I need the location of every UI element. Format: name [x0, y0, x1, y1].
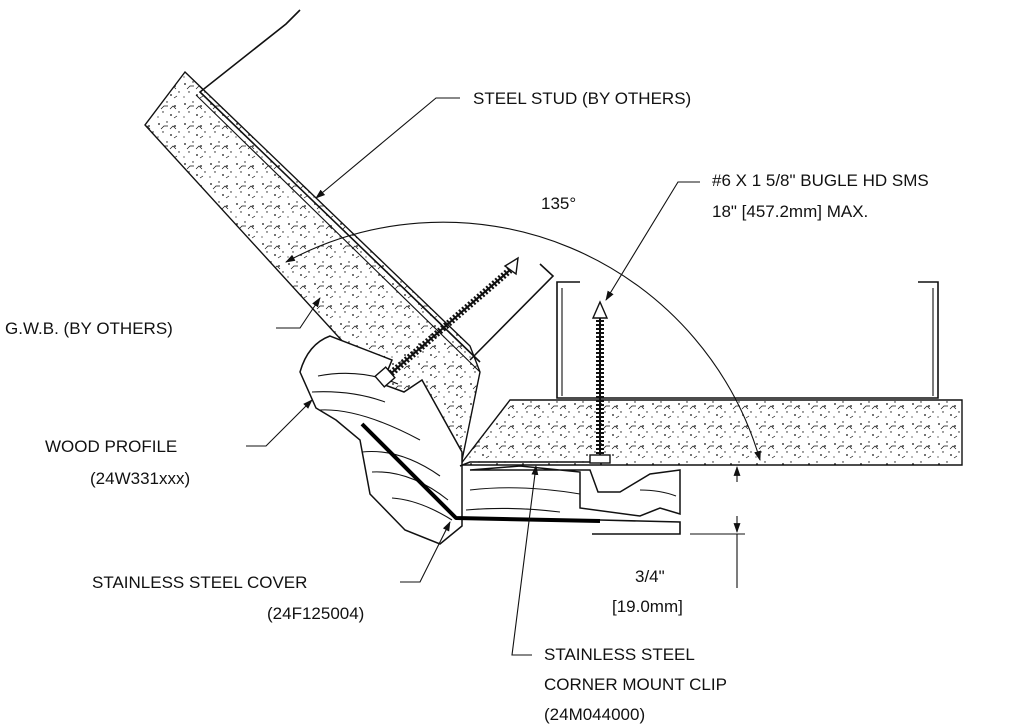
- angle-label: 135°: [541, 194, 576, 213]
- cover-label-line1: STAINLESS STEEL COVER: [92, 573, 307, 592]
- dimension-label-line2: [19.0mm]: [612, 597, 683, 616]
- screw-leader: [605, 181, 700, 301]
- clip-label-line1: STAINLESS STEEL: [544, 645, 695, 664]
- clip-label-line2: CORNER MOUNT CLIP: [544, 675, 727, 694]
- angle-dimension: [285, 221, 761, 461]
- cover-leader: [400, 521, 451, 583]
- screw-label-line1: #6 X 1 5/8" BUGLE HD SMS: [712, 171, 929, 190]
- steel-stud-label: STEEL STUD (BY OTHERS): [473, 89, 691, 108]
- corner-mount-clip: [459, 461, 600, 467]
- wood-profile-label-line1: WOOD PROFILE: [45, 437, 177, 456]
- clip-leader: [511, 465, 539, 656]
- thickness-dimension: [690, 464, 745, 588]
- wood-profile-leader: [246, 399, 313, 447]
- cover-label-line2: (24F125004): [267, 604, 364, 623]
- horizontal-gwb-board: [458, 399, 963, 466]
- dimension-label-line1: 3/4": [635, 567, 665, 586]
- steel-stud-leader: [315, 97, 460, 199]
- gwb-leader: [276, 297, 321, 329]
- gwb-label: G.W.B. (BY OTHERS): [5, 319, 173, 338]
- horizontal-steel-stud: [556, 281, 939, 399]
- screw-label-line2: 18" [457.2mm] MAX.: [712, 202, 868, 221]
- clip-label-line3: (24M044000): [544, 705, 645, 724]
- wood-profile-label-line2: (24W331xxx): [90, 469, 190, 488]
